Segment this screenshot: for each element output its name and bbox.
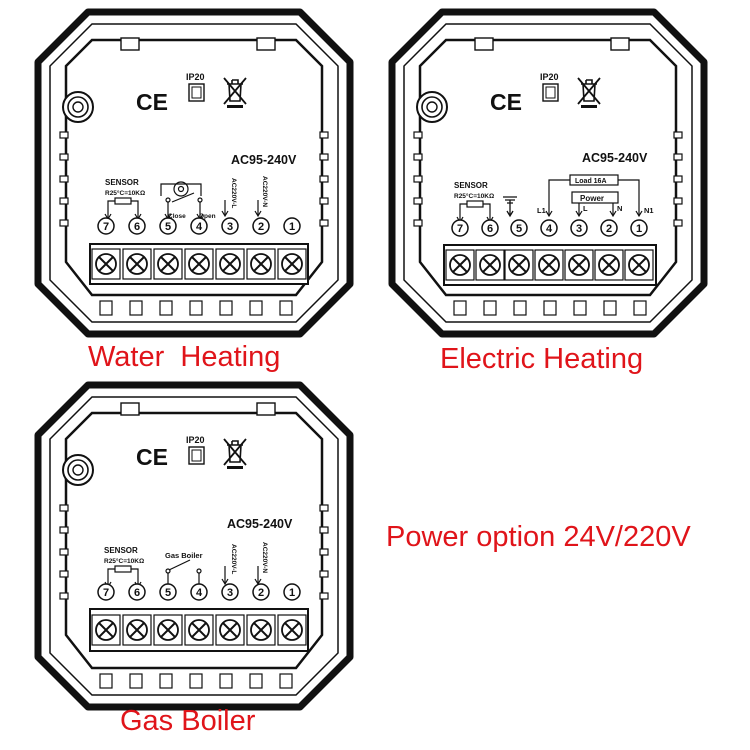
ip-rating-label: IP20 bbox=[186, 435, 205, 445]
top-clip-left bbox=[474, 37, 494, 51]
caption-electric-heating: Electric Heating bbox=[440, 343, 644, 375]
ip-rating-box-inner bbox=[545, 86, 556, 99]
housing-inner-outline bbox=[403, 23, 693, 323]
terminal-number: 4 bbox=[196, 221, 203, 233]
terminal-number: 7 bbox=[103, 221, 109, 233]
sensor-spec: R25°C=10KΩ bbox=[104, 557, 144, 565]
line-supply-label: AC220V-L bbox=[230, 544, 237, 574]
mounting-hole-icon bbox=[62, 91, 94, 123]
sensor-title: SENSOR bbox=[104, 546, 138, 555]
terminal-number: 5 bbox=[165, 221, 171, 233]
ce-mark-icon: CE bbox=[136, 89, 168, 115]
load-label: Load 16A bbox=[575, 178, 607, 185]
mounting-hole-icon bbox=[62, 454, 94, 486]
line-supply-arrow bbox=[221, 566, 229, 586]
terminal-number: 1 bbox=[636, 223, 642, 235]
sensor-spec: R25°C=10KΩ bbox=[454, 192, 494, 200]
ground-icon bbox=[503, 196, 517, 218]
terminal-number: 3 bbox=[227, 221, 233, 233]
terminal-number: 6 bbox=[487, 223, 493, 235]
side-ribs-right bbox=[319, 131, 329, 227]
terminal-number: 6 bbox=[134, 221, 140, 233]
top-clip-right bbox=[610, 37, 630, 51]
mounting-hole-icon bbox=[416, 91, 448, 123]
caption-water-heating: Water Heating bbox=[88, 341, 281, 373]
sensor-title: SENSOR bbox=[105, 178, 139, 187]
terminal-number: 2 bbox=[258, 587, 264, 599]
power-option-note: Power option 24V/220V bbox=[386, 521, 691, 553]
valve-open-label: Open bbox=[199, 213, 216, 220]
gas-boiler-label: Gas Boiler bbox=[165, 551, 203, 560]
top-clip-right bbox=[256, 402, 276, 416]
ip-rating-box bbox=[542, 83, 559, 102]
l-label: L bbox=[583, 204, 588, 213]
ce-mark-icon: CE bbox=[136, 444, 168, 470]
line-supply-arrow bbox=[221, 200, 229, 218]
side-ribs-right bbox=[673, 131, 683, 227]
ip-rating-box-inner bbox=[191, 449, 202, 462]
panel-water-heating: CE IP20 AC95-240V SENSOR R25°C=10KΩ Clos… bbox=[34, 8, 354, 338]
panel-electric-heating: CE IP20 AC95-240V SENSOR R25°C=10KΩ Load… bbox=[388, 8, 708, 338]
terminal-number: 6 bbox=[134, 587, 140, 599]
ce-mark-icon: CE bbox=[490, 89, 522, 115]
terminal-screws bbox=[91, 614, 307, 646]
valve-close-label: Close bbox=[168, 213, 186, 220]
sensor-title: SENSOR bbox=[454, 181, 488, 190]
voltage-label: AC95-240V bbox=[231, 153, 297, 167]
housing-inner-outline bbox=[49, 396, 339, 696]
ip-rating-box-inner bbox=[191, 86, 202, 99]
top-clip-left bbox=[120, 37, 140, 51]
housing-inner-outline bbox=[49, 23, 339, 323]
n-label: N bbox=[617, 204, 622, 213]
top-clip-left bbox=[120, 402, 140, 416]
terminal-number: 4 bbox=[546, 223, 553, 235]
bottom-slots bbox=[99, 300, 293, 316]
line-supply-label: AC220V-L bbox=[230, 178, 237, 208]
caption-gas-boiler: Gas Boiler bbox=[120, 705, 256, 737]
power-label: Power bbox=[580, 194, 604, 203]
terminal-number: 4 bbox=[196, 587, 203, 599]
terminal-number: 5 bbox=[165, 587, 171, 599]
housing-rear-contour bbox=[418, 38, 678, 297]
sensor-spec: R25°C=10KΩ bbox=[105, 189, 145, 197]
housing-rear-contour bbox=[64, 411, 324, 670]
ip-rating-label: IP20 bbox=[186, 72, 205, 82]
terminal-number: 2 bbox=[258, 221, 264, 233]
terminal-number: 3 bbox=[576, 223, 582, 235]
load-box bbox=[569, 174, 619, 186]
side-ribs-left bbox=[413, 131, 423, 227]
terminal-number: 1 bbox=[289, 221, 295, 233]
power-box bbox=[571, 191, 619, 204]
neutral-supply-arrow bbox=[254, 200, 262, 218]
voltage-label: AC95-240V bbox=[227, 517, 293, 531]
terminal-number: 3 bbox=[227, 587, 233, 599]
top-clip-right bbox=[256, 37, 276, 51]
ip-rating-box bbox=[188, 446, 205, 465]
terminal-number: 1 bbox=[289, 587, 295, 599]
neutral-supply-label: AC220V-N bbox=[261, 176, 268, 207]
side-ribs-right bbox=[319, 504, 329, 600]
panel-gas-boiler: CE IP20 AC95-240V SENSOR R25°C=10KΩ Gas … bbox=[34, 381, 354, 711]
terminal-number: 2 bbox=[606, 223, 612, 235]
housing-rear-contour bbox=[64, 38, 324, 297]
ip-rating-label: IP20 bbox=[540, 72, 559, 82]
side-ribs-left bbox=[59, 504, 69, 600]
valve-symbol bbox=[160, 181, 204, 221]
ip-rating-box bbox=[188, 83, 205, 102]
n1-label: N1 bbox=[644, 206, 654, 215]
bottom-slots bbox=[453, 300, 647, 316]
l1-label: L1 bbox=[537, 206, 546, 215]
terminal-number: 5 bbox=[516, 223, 522, 235]
voltage-label: AC95-240V bbox=[582, 151, 648, 165]
side-ribs-left bbox=[59, 131, 69, 227]
terminal-screws bbox=[91, 248, 307, 280]
neutral-supply-label: AC220V-N bbox=[261, 542, 268, 573]
terminal-number: 7 bbox=[457, 223, 463, 235]
bottom-slots bbox=[99, 673, 293, 689]
terminal-number: 7 bbox=[103, 587, 109, 599]
terminal-screws bbox=[445, 249, 654, 281]
